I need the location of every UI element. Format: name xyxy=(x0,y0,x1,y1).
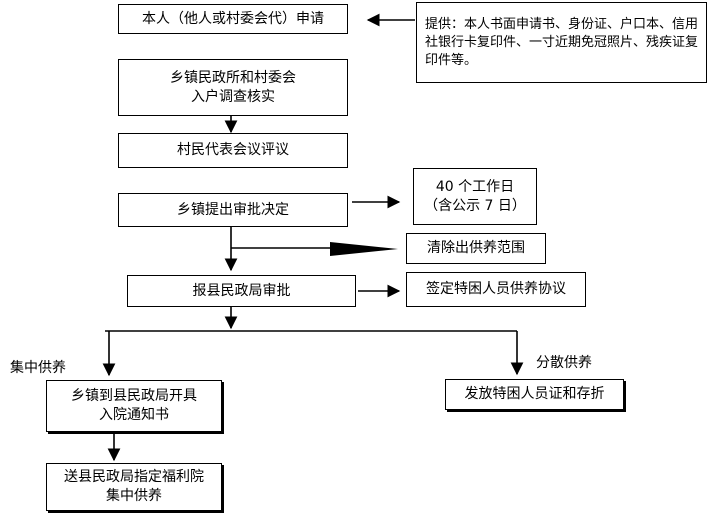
notice-line-1: 乡镇到县民政局开具 xyxy=(71,388,197,404)
review-box: 村民代表会议评议 xyxy=(118,133,348,168)
notice-box: 乡镇到县民政局开具 入院通知书 xyxy=(46,380,222,432)
exclude-box: 清除出供养范围 xyxy=(406,233,546,264)
apply-text: 本人（他人或村委会代）申请 xyxy=(142,10,324,27)
deadline-box: 40 个工作日 （含公示 7 日） xyxy=(413,168,537,225)
arrow-exclude-head xyxy=(330,242,398,256)
agreement-text: 签定特困人员供养协议 xyxy=(426,281,566,297)
dispersed-label: 分散供养 xyxy=(536,355,592,371)
materials-note: 提供：本人书面申请书、身份证、户口本、信用社银行卡复印件、一寸近期免冠照片、残疾… xyxy=(416,2,707,83)
welfare-line-1: 送县民政局指定福利院 xyxy=(64,469,204,485)
propose-text: 乡镇提出审批决定 xyxy=(177,201,289,218)
investigate-line-1: 乡镇民政所和村委会 xyxy=(170,69,296,86)
materials-text: 提供：本人书面申请书、身份证、户口本、信用社银行卡复印件、一寸近期免冠照片、残疾… xyxy=(425,16,699,68)
notice-line-2: 入院通知书 xyxy=(99,407,169,423)
agreement-box: 签定特困人员供养协议 xyxy=(406,272,586,307)
welfare-box: 送县民政局指定福利院 集中供养 xyxy=(46,463,222,511)
review-text: 村民代表会议评议 xyxy=(177,142,289,158)
apply-box: 本人（他人或村委会代）申请 xyxy=(118,4,348,34)
certificate-text: 发放特困人员证和存折 xyxy=(464,386,605,402)
county-text: 报县民政局审批 xyxy=(192,282,291,299)
welfare-line-2: 集中供养 xyxy=(106,488,162,504)
investigate-line-2: 入户调查核实 xyxy=(191,88,275,105)
centralized-label: 集中供养 xyxy=(10,360,66,376)
deadline-line-2: （含公示 7 日） xyxy=(424,197,526,214)
exclude-text: 清除出供养范围 xyxy=(427,240,525,256)
propose-box: 乡镇提出审批决定 xyxy=(118,193,348,227)
county-box: 报县民政局审批 xyxy=(127,275,356,307)
deadline-line-1: 40 个工作日 xyxy=(435,178,515,195)
certificate-box: 发放特困人员证和存折 xyxy=(445,379,624,410)
investigate-box: 乡镇民政所和村委会 入户调查核实 xyxy=(118,59,348,116)
